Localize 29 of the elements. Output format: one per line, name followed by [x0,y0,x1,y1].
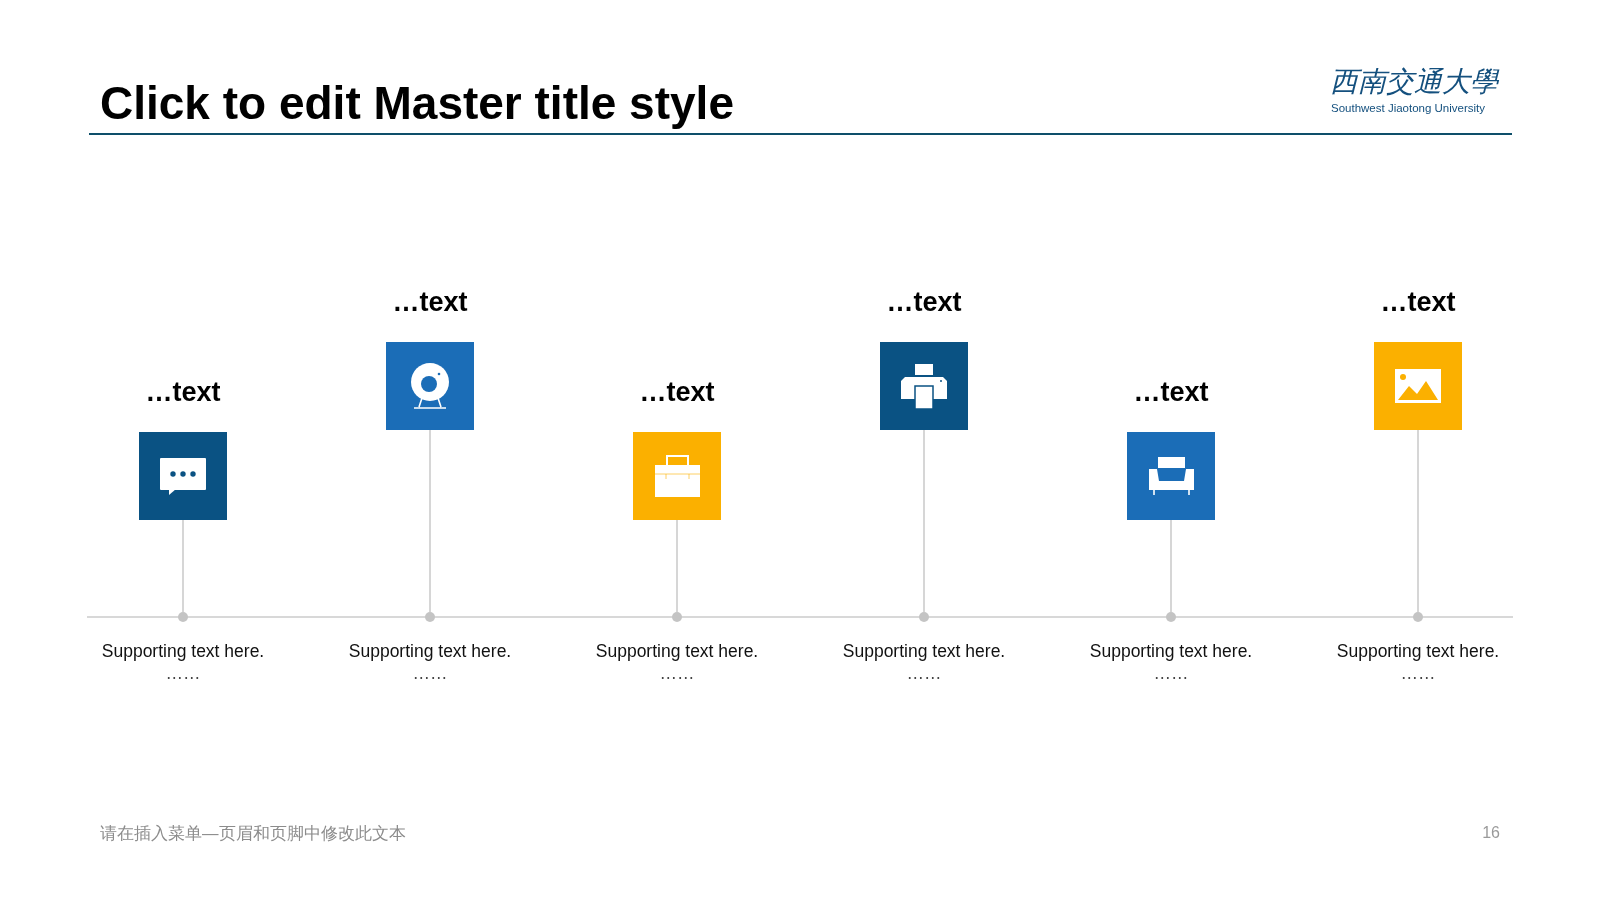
ellipsis-text: …… [412,662,448,684]
step-heading: …text [145,376,221,408]
connector-line [923,429,925,613]
ellipsis-text: …… [165,662,201,684]
connector-line [676,519,678,613]
footer-note: 请在插入菜单—页眉和页脚中修改此文本 [100,823,406,844]
supporting-text: Supporting text here. [842,640,1006,662]
supporting-text: Supporting text here. [101,640,265,662]
ellipsis-text: …… [659,662,695,684]
university-name-calligraphy: 西南交通大學 [1330,64,1498,100]
connector-line [1417,429,1419,613]
step-heading: …text [886,286,962,318]
ellipsis-text: …… [906,662,942,684]
ellipsis-text: …… [1400,662,1436,684]
university-name-english: Southwest Jiaotong University [1331,101,1486,115]
supporting-text: Supporting text here. [1336,640,1500,662]
slide-title: Click to edit Master title style [100,76,734,130]
page-number: 16 [1482,823,1500,843]
connector-line [429,429,431,613]
ellipsis-text: …… [1153,662,1189,684]
step-heading: …text [639,376,715,408]
supporting-text: Supporting text here. [1089,640,1253,662]
step-heading: …text [392,286,468,318]
supporting-text: Supporting text here. [348,640,512,662]
step-heading: …text [1380,286,1456,318]
supporting-text: Supporting text here. [595,640,759,662]
connector-line [182,519,184,613]
step-heading: …text [1133,376,1209,408]
connector-line [1170,519,1172,613]
